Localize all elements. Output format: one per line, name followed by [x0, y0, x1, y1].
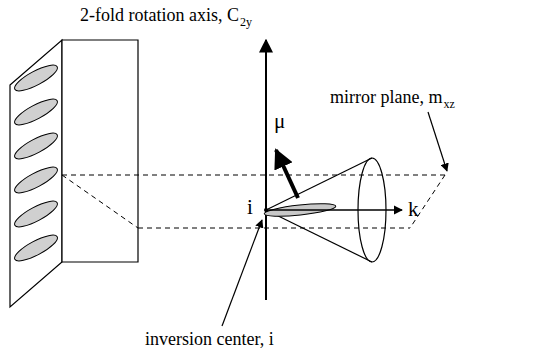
plane-subscript: xz: [443, 98, 454, 111]
wavevector-symbol: k: [408, 198, 419, 221]
axis-subscript: 2y: [240, 16, 252, 29]
plane-label: mirror plane, m: [330, 88, 442, 108]
leader-line: [428, 112, 447, 171]
dipole-symbol: μ: [274, 110, 285, 133]
dipole-ellipse: [12, 129, 61, 164]
rotation-axis: [265, 40, 267, 300]
dipole-ellipse: [12, 163, 61, 198]
dipole-ellipses: [12, 61, 61, 266]
dipole-ellipse: [12, 231, 61, 266]
dipole-ellipse: [12, 61, 61, 96]
inversion-symbol: i: [247, 196, 253, 219]
wavefront-sheets: [10, 40, 138, 307]
mirror-plane: [62, 175, 445, 228]
leader-line: [222, 220, 262, 326]
inversion-point: [264, 208, 268, 212]
dipole-ellipse: [12, 197, 61, 232]
center-label: inversion center, i: [145, 330, 274, 350]
dipole-ellipse: [12, 95, 61, 130]
wavevector-arrow: [266, 209, 402, 210]
axis-label: 2-fold rotation axis, C: [80, 6, 239, 26]
dipole-arrow: [276, 150, 298, 198]
